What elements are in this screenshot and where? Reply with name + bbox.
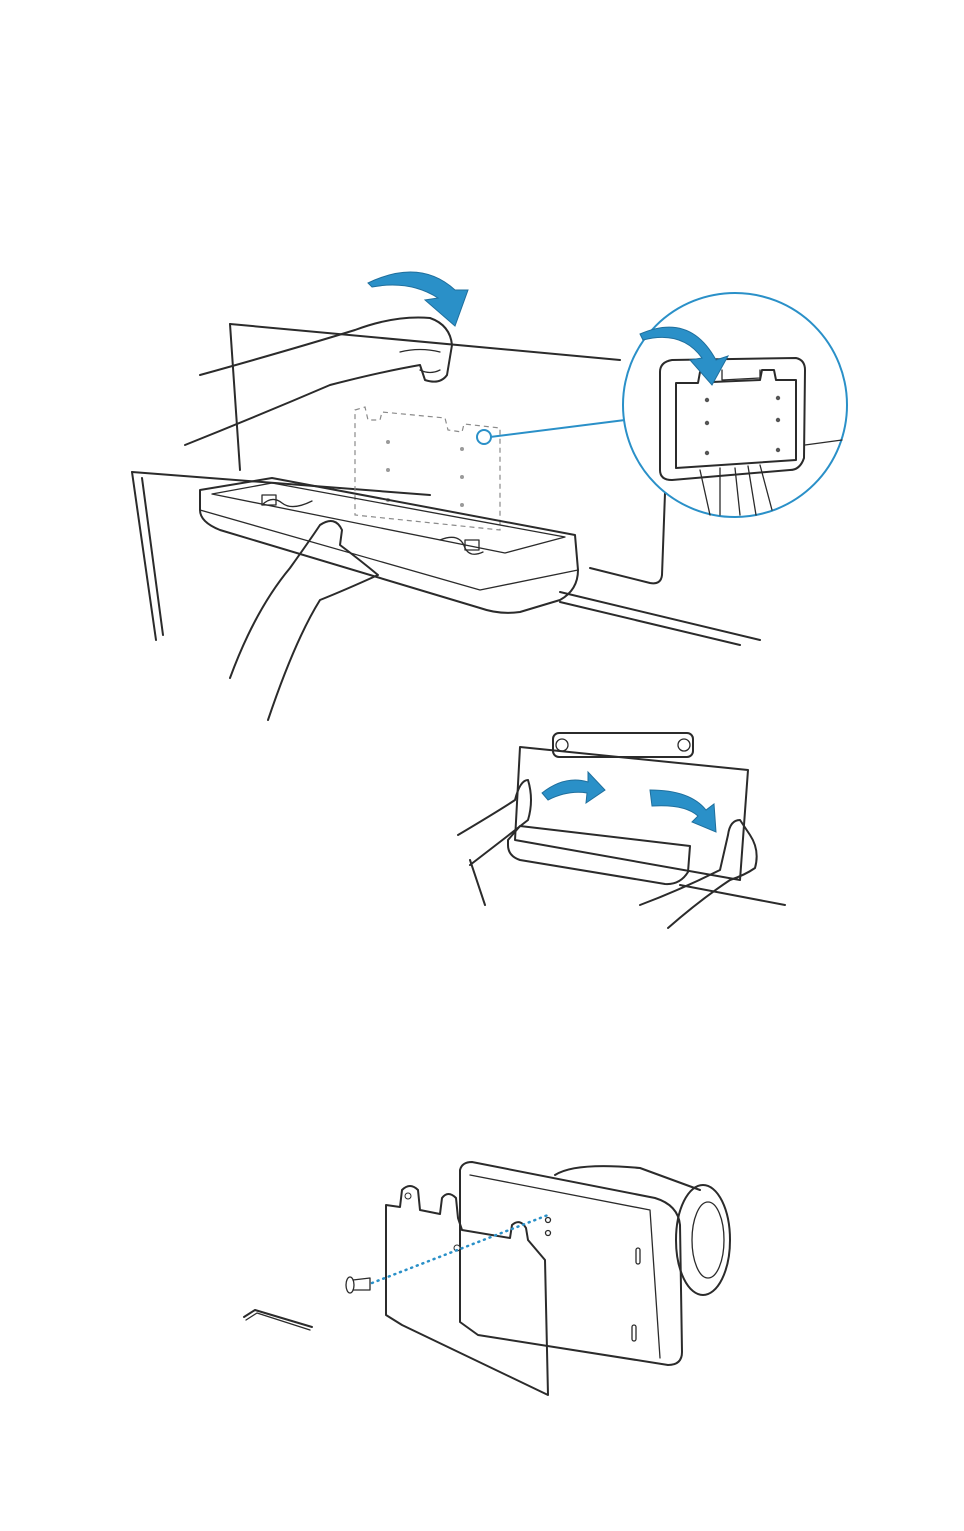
screw-icon — [346, 1277, 370, 1293]
right-rotate-arrow-icon — [650, 790, 716, 832]
install-bracket-drawing — [0, 250, 964, 730]
lower-hand — [230, 521, 378, 720]
attach-plate-drawing — [0, 1150, 964, 1410]
camera-base-tray — [200, 478, 578, 613]
callout-line — [490, 420, 625, 437]
remove-panel-illustration — [0, 725, 964, 940]
camera-body — [460, 1162, 682, 1365]
left-rotate-arrow-icon — [542, 772, 605, 803]
mounting-plate — [386, 1186, 548, 1395]
hex-key-icon — [244, 1310, 312, 1327]
upper-hand — [185, 318, 452, 446]
camera-lens — [676, 1185, 730, 1295]
install-bracket-illustration — [0, 250, 964, 730]
left-hand — [458, 780, 531, 865]
callout-marker — [477, 430, 491, 444]
detail-callout-circle — [623, 293, 847, 517]
right-hand — [640, 820, 757, 928]
remove-panel-drawing — [0, 725, 964, 940]
attach-plate-illustration — [0, 1150, 964, 1410]
